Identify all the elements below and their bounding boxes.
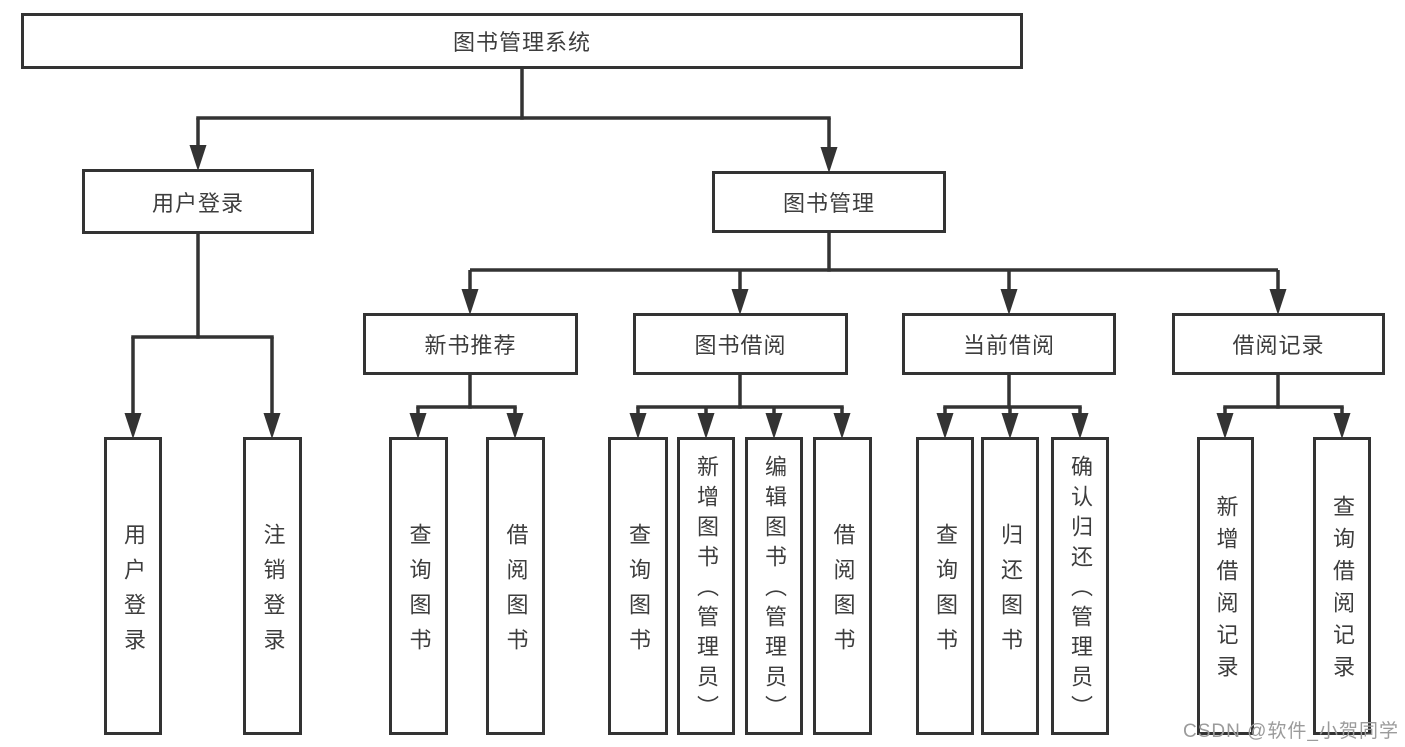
node-borrowing-records: 借阅记录 [1172, 313, 1385, 375]
node-new-book-recommend: 新书推荐 [363, 313, 578, 375]
leaf-confirm-return-admin: 确认归还（管理员） [1051, 437, 1109, 735]
leaf-query-book-borrowing: 查询图书 [608, 437, 668, 735]
leaf-label: 确认归还（管理员） [1068, 455, 1093, 725]
leaf-logout: 注销登录 [243, 437, 302, 735]
leaf-borrow-book: 借阅图书 [813, 437, 872, 735]
leaf-query-borrow-record: 查询借阅记录 [1313, 437, 1371, 735]
leaf-label: 查询借阅记录 [1330, 495, 1355, 687]
node-book-borrowing: 图书借阅 [633, 313, 848, 375]
leaf-label: 注销登录 [260, 522, 286, 663]
leaf-label: 查询图书 [406, 522, 432, 663]
leaf-label: 查询图书 [933, 522, 958, 663]
leaf-label: 新增图书（管理员） [694, 455, 719, 725]
leaf-label: 归还图书 [998, 522, 1023, 663]
leaf-add-book-admin: 新增图书（管理员） [677, 437, 735, 735]
leaf-label: 借阅图书 [830, 522, 856, 663]
leaf-label: 查询图书 [626, 522, 651, 663]
arrowheads [124, 145, 1351, 439]
leaf-query-book-recommend: 查询图书 [389, 437, 448, 735]
leaf-add-borrow-record: 新增借阅记录 [1197, 437, 1254, 735]
leaf-return-book: 归还图书 [981, 437, 1039, 735]
leaf-label: 用户登录 [121, 522, 146, 663]
watermark: CSDN @软件_小贺同学 [1183, 721, 1399, 742]
leaf-query-book-current: 查询图书 [916, 437, 974, 735]
leaf-label: 新增借阅记录 [1213, 495, 1239, 687]
node-current-borrowing: 当前借阅 [902, 313, 1116, 375]
leaf-borrow-book-recommend: 借阅图书 [486, 437, 545, 735]
leaf-edit-book-admin: 编辑图书（管理员） [745, 437, 803, 735]
node-user-login: 用户登录 [82, 169, 314, 234]
node-library-system: 图书管理系统 [21, 13, 1023, 69]
node-book-management: 图书管理 [712, 171, 946, 233]
leaf-label: 编辑图书（管理员） [762, 455, 787, 725]
leaf-user-login: 用户登录 [104, 437, 162, 735]
leaf-label: 借阅图书 [503, 522, 529, 663]
